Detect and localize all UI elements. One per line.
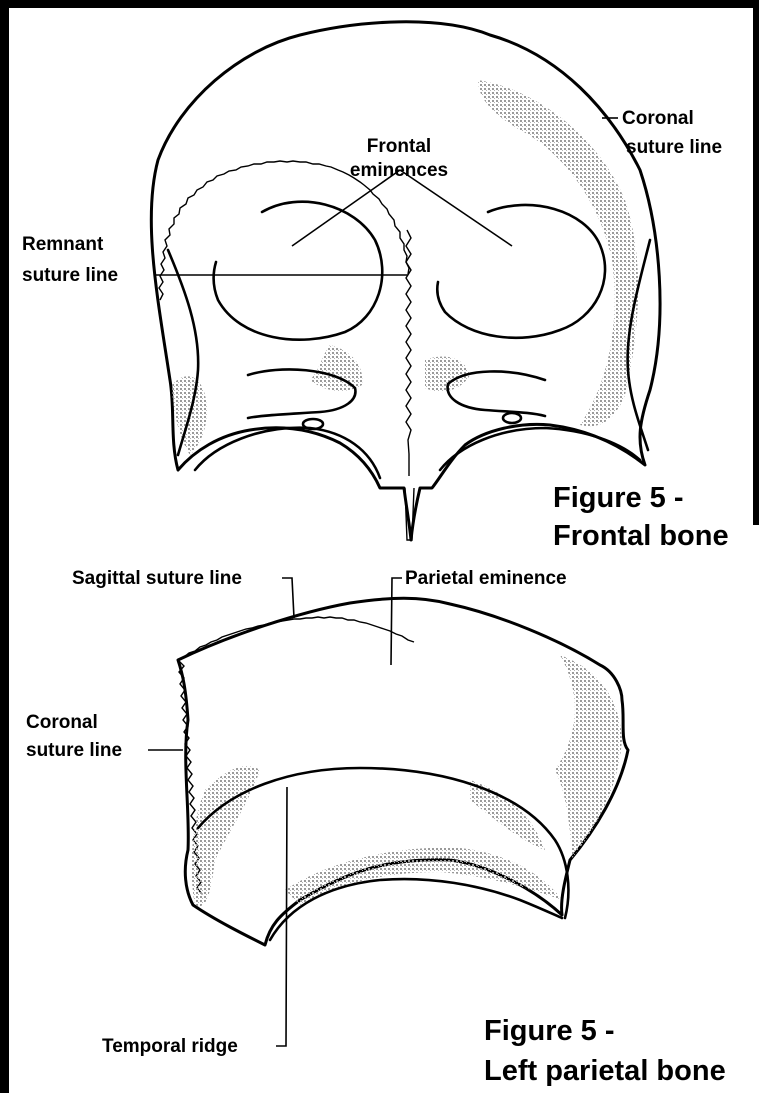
remnant-suture-label-1: Remnant bbox=[22, 234, 104, 255]
parietal-coronal-label-2: suture line bbox=[26, 740, 122, 761]
frontal-eminences-label-2: eminences bbox=[350, 160, 448, 181]
frontal-caption-2: Frontal bone bbox=[553, 520, 729, 552]
parietal-bone bbox=[178, 598, 628, 945]
parietal-eminence-label: Parietal eminence bbox=[405, 568, 567, 589]
remnant-suture-label-2: suture line bbox=[22, 265, 118, 286]
temporal-ridge-label: Temporal ridge bbox=[102, 1036, 238, 1057]
frontal-eminences-label-1: Frontal bbox=[367, 136, 431, 157]
frontal-caption-1: Figure 5 - bbox=[553, 482, 684, 514]
frontal-bone bbox=[151, 22, 660, 540]
sagittal-suture-leader bbox=[282, 578, 294, 618]
coronal-suture-label-2: suture line bbox=[626, 137, 722, 158]
parietal-coronal-label-1: Coronal bbox=[26, 712, 98, 733]
parietal-caption-2: Left parietal bone bbox=[484, 1055, 726, 1087]
frontal-bone-outline bbox=[151, 22, 660, 540]
coronal-suture-label-1: Coronal bbox=[622, 108, 694, 129]
sagittal-suture-label: Sagittal suture line bbox=[72, 568, 242, 589]
parietal-caption-1: Figure 5 - bbox=[484, 1015, 615, 1047]
